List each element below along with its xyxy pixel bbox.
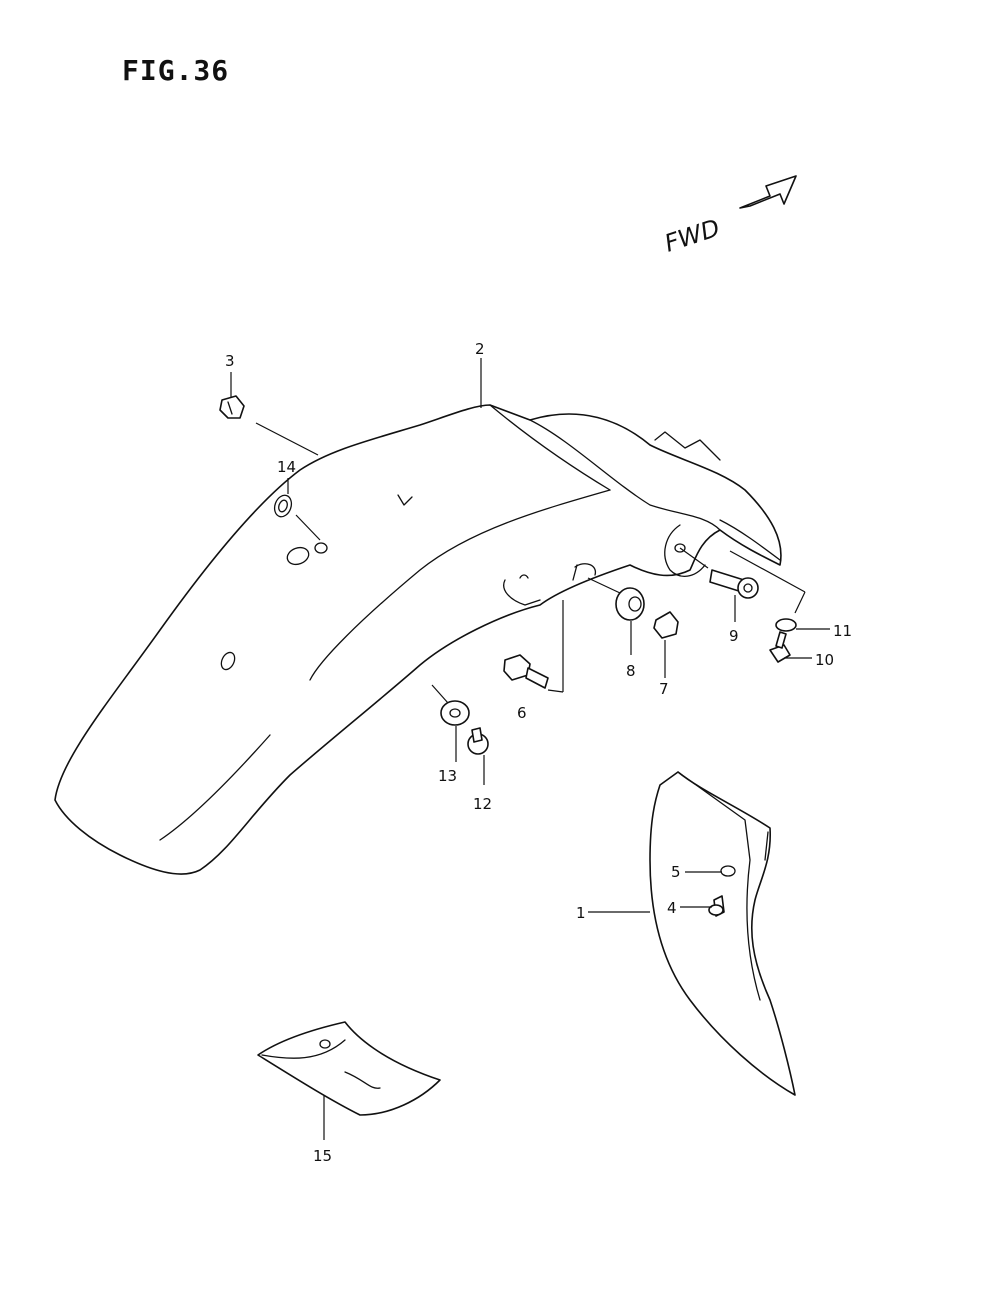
figure-title: FIG.36 xyxy=(122,54,230,87)
forward-direction-indicator: FWD xyxy=(661,175,797,258)
callout-3: 3 xyxy=(225,352,235,370)
callout-4: 4 xyxy=(667,899,677,917)
part-1-side-cover xyxy=(649,771,796,1096)
callout-8: 8 xyxy=(626,662,636,680)
callout-11: 11 xyxy=(833,622,852,640)
callout-9: 9 xyxy=(729,627,739,645)
fwd-label: FWD xyxy=(661,214,723,258)
part-12-screw xyxy=(467,727,489,755)
part-15-tool-bag xyxy=(257,1021,441,1116)
callout-13: 13 xyxy=(438,767,457,785)
leader-lines xyxy=(230,358,830,1140)
arrow-right-icon xyxy=(739,175,797,209)
callout-12: 12 xyxy=(473,795,492,813)
part-11-nut xyxy=(775,618,797,632)
part-8-cushion xyxy=(615,587,645,621)
part-9-bolt xyxy=(709,569,759,599)
callout-14: 14 xyxy=(277,458,296,476)
part-7-collar xyxy=(653,611,679,639)
part-6-bolt xyxy=(503,654,549,689)
callout-15: 15 xyxy=(313,1147,332,1165)
callout-7: 7 xyxy=(659,680,669,698)
part-3-grommet xyxy=(219,395,245,419)
callout-6: 6 xyxy=(517,704,527,722)
callout-10: 10 xyxy=(815,651,834,669)
callout-5: 5 xyxy=(671,863,681,881)
callout-2: 2 xyxy=(475,340,485,358)
part-13-washer xyxy=(440,700,470,726)
callout-labels: 1 2 3 4 5 6 7 8 9 10 11 12 13 14 15 xyxy=(225,340,852,1165)
callout-1: 1 xyxy=(576,904,586,922)
rear-fender xyxy=(54,404,782,875)
